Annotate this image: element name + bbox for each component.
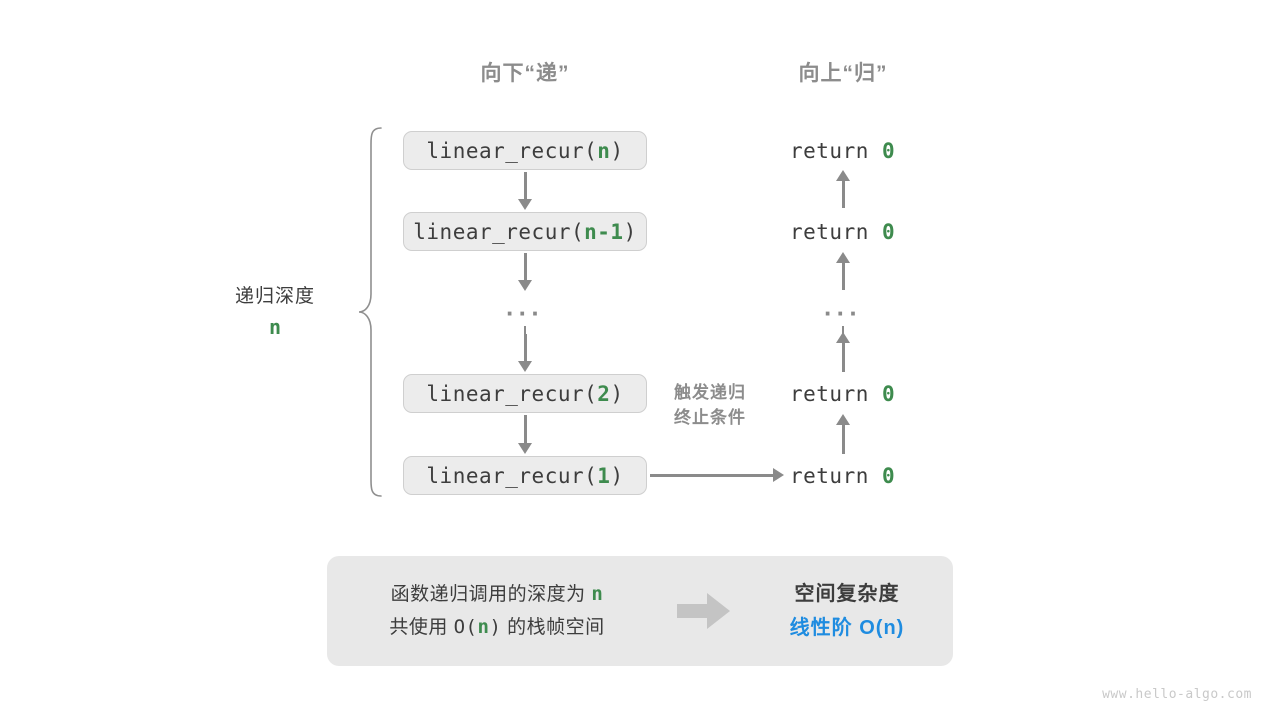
return-keyword: return xyxy=(790,139,869,163)
summary-line-1-highlight: n xyxy=(591,582,604,605)
summary-line-2-text: 共使用 xyxy=(389,617,454,638)
return-keyword: return xyxy=(790,220,869,244)
return-value: 0 xyxy=(882,139,896,163)
curly-brace-icon xyxy=(358,127,382,497)
call-box-arg: 2 xyxy=(597,381,611,406)
summary-line-2-open: O( xyxy=(453,616,478,638)
call-box-suffix: ) xyxy=(623,219,637,244)
recursion-depth-text: 递归深度 xyxy=(234,286,316,307)
recursion-depth-value: n xyxy=(268,315,282,339)
call-box: linear_recur(1) xyxy=(403,456,647,495)
complexity-title: 空间复杂度 xyxy=(794,583,900,605)
return-keyword: return xyxy=(790,464,869,488)
ellipsis-right: ··· xyxy=(824,298,862,328)
call-box: linear_recur(n) xyxy=(403,131,647,170)
call-box-arg: n-1 xyxy=(584,219,624,244)
call-box-text: linear_recur( xyxy=(426,463,598,488)
base-case-note-line2: 终止条件 xyxy=(674,407,746,427)
call-box: linear_recur(2) xyxy=(403,374,647,413)
call-box-suffix: ) xyxy=(610,381,624,406)
summary-line-1: 函数递归调用的深度为 n xyxy=(327,578,667,611)
watermark: www.hello-algo.com xyxy=(1102,687,1252,702)
return-keyword: return xyxy=(790,382,869,406)
column-heading-descend: 向下“递” xyxy=(480,62,570,85)
arrow-up-icon xyxy=(836,414,850,454)
return-statement: return 0 xyxy=(790,464,895,488)
return-value: 0 xyxy=(882,464,896,488)
summary-left-text: 函数递归调用的深度为 n 共使用 O(n) 的栈帧空间 xyxy=(327,578,667,645)
arrow-down-icon xyxy=(518,415,532,454)
arrow-up-icon xyxy=(836,170,850,208)
arrow-down-icon xyxy=(518,253,532,291)
summary-line-1-text: 函数递归调用的深度为 xyxy=(390,583,592,605)
call-box-suffix: ) xyxy=(610,138,624,163)
column-heading-return: 向上“归” xyxy=(798,62,888,85)
summary-panel: 函数递归调用的深度为 n 共使用 O(n) 的栈帧空间 空间复杂度 线性阶 O(… xyxy=(327,556,953,666)
summary-line-2: 共使用 O(n) 的栈帧空间 xyxy=(327,611,667,644)
return-statement: return 0 xyxy=(790,220,895,244)
arrow-down-icon xyxy=(518,334,532,372)
call-box-text: linear_recur( xyxy=(426,138,598,163)
complexity-value: 线性阶 O(n) xyxy=(789,617,905,639)
arrow-up-icon xyxy=(836,252,850,290)
return-statement: return 0 xyxy=(790,139,895,163)
return-value: 0 xyxy=(882,220,896,244)
call-box-text: linear_recur( xyxy=(426,381,598,406)
arrow-up-icon xyxy=(836,332,850,372)
return-value: 0 xyxy=(882,382,896,406)
summary-line-2-post: 的栈帧空间 xyxy=(501,617,605,638)
arrow-down-icon xyxy=(518,172,532,210)
recursion-depth-label: 递归深度 n xyxy=(235,281,315,339)
base-case-note-line1: 触发递归 xyxy=(674,383,746,402)
base-case-note: 触发递归 终止条件 xyxy=(674,381,746,430)
call-box-text: linear_recur( xyxy=(413,219,585,244)
call-box-suffix: ) xyxy=(610,463,624,488)
call-box: linear_recur(n-1) xyxy=(403,212,647,251)
arrow-right-block-icon xyxy=(667,591,741,631)
summary-right-text: 空间复杂度 线性阶 O(n) xyxy=(741,577,953,645)
summary-line-2-close: ) xyxy=(489,616,502,638)
arrow-right-icon xyxy=(650,468,784,482)
call-box-arg: n xyxy=(597,138,611,163)
return-statement: return 0 xyxy=(790,382,895,406)
summary-line-2-highlight: n xyxy=(477,616,490,638)
call-box-arg: 1 xyxy=(597,463,611,488)
ellipsis-left: ··· xyxy=(506,298,544,328)
